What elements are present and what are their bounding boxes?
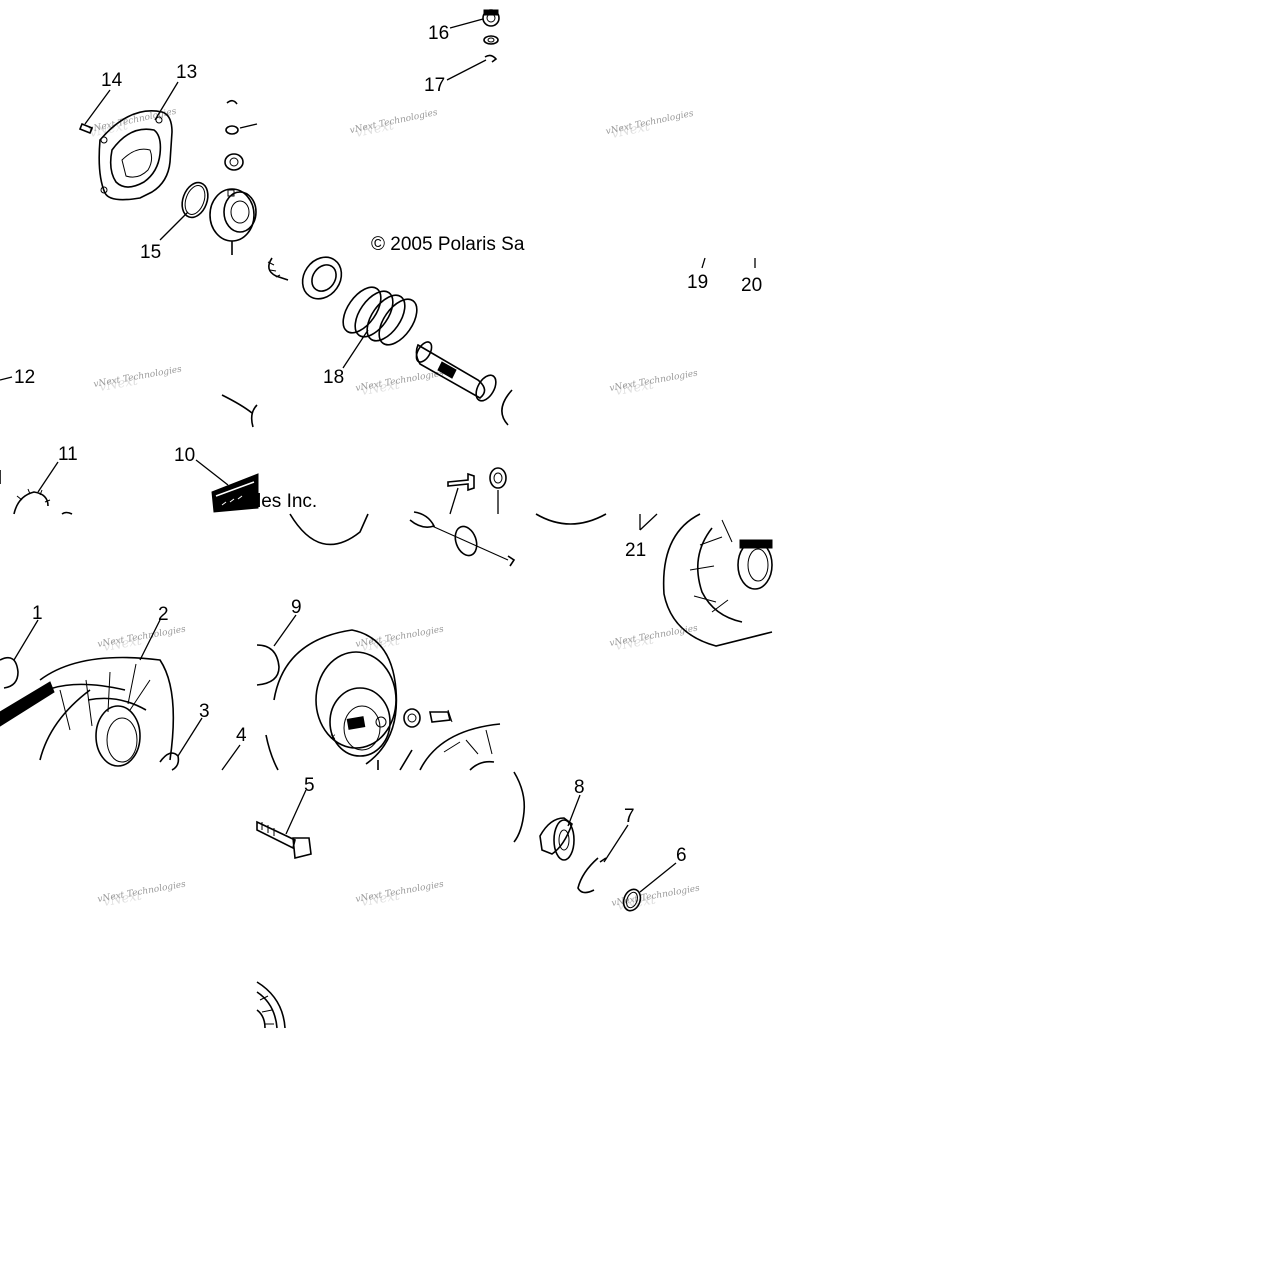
leader-17 xyxy=(446,59,487,81)
leader-5 xyxy=(285,789,307,835)
leader-8 xyxy=(567,794,581,827)
svg-text:vNext: vNext xyxy=(360,888,402,910)
part-3-washer xyxy=(159,752,180,771)
part-shoulder-bolt xyxy=(447,472,475,515)
part-bushing xyxy=(224,153,244,171)
part-13-cover xyxy=(98,110,173,201)
part-washer-small xyxy=(225,123,258,135)
svg-text:vNext: vNext xyxy=(360,633,402,655)
part-spider-edge xyxy=(419,723,501,771)
part-roller-nut xyxy=(403,708,453,728)
callout-18: 18 xyxy=(323,367,344,388)
leader-4 xyxy=(221,744,241,771)
callout-6: 6 xyxy=(676,845,687,866)
callout-7: 7 xyxy=(624,806,635,827)
part-16-nut xyxy=(482,9,500,27)
leader-6 xyxy=(639,862,677,893)
svg-text:vNext: vNext xyxy=(102,633,144,655)
part-9-ring xyxy=(256,644,280,686)
part-21-driven-sheave xyxy=(662,513,773,647)
part-5-bolt xyxy=(256,820,312,860)
leader-10 xyxy=(195,459,229,486)
callout-12: 12 xyxy=(14,367,35,388)
leader-9 xyxy=(273,614,297,647)
callout-14: 14 xyxy=(101,70,123,91)
callout-19: 19 xyxy=(687,272,708,293)
svg-text:vNext: vNext xyxy=(102,888,144,910)
part-7-circlip xyxy=(577,857,607,894)
part-17-clip xyxy=(484,54,498,63)
part-nut-small xyxy=(489,467,507,514)
leader-11 xyxy=(37,461,59,493)
watermark-text: vNext Technologies xyxy=(88,107,178,135)
callout-8: 8 xyxy=(574,777,585,798)
callout-3: 3 xyxy=(199,701,210,722)
copyright-right: les Inc. xyxy=(257,491,317,512)
svg-text:vNext: vNext xyxy=(614,632,656,654)
part-washer xyxy=(483,35,499,45)
callout-16: 16 xyxy=(428,23,449,44)
callout-15: 15 xyxy=(140,242,161,263)
part-1-ring xyxy=(0,656,19,689)
callout-10: 10 xyxy=(174,445,195,466)
leader-15 xyxy=(159,211,189,241)
svg-text:vNext: vNext xyxy=(360,377,402,399)
part-10-drive-belt xyxy=(211,473,259,513)
copyright-left: © 2005 Polaris Sa xyxy=(371,234,525,255)
part-washer-pair xyxy=(409,511,516,567)
leader-3 xyxy=(177,717,203,757)
part-2-sheave xyxy=(0,656,175,767)
callout-13: 13 xyxy=(176,62,197,83)
part-6-snap-ring xyxy=(622,888,642,912)
callout-2: 2 xyxy=(158,604,169,625)
watermark-group: vNext vNext Technologies vNext vNext Tec… xyxy=(88,107,701,914)
svg-text:vNext: vNext xyxy=(614,377,656,399)
part-bearing-housing xyxy=(209,188,257,255)
leader-21b xyxy=(639,513,658,531)
leader-12 xyxy=(0,376,13,381)
svg-text:×: × xyxy=(330,732,336,743)
part-15-snap-ring xyxy=(181,181,209,219)
callout-5: 5 xyxy=(304,775,315,796)
leader-14 xyxy=(84,89,111,125)
leader-19 xyxy=(701,257,706,269)
part-18-spring xyxy=(342,286,418,346)
part-spring-seat xyxy=(301,256,343,300)
leader-13 xyxy=(154,81,179,121)
callout-17: 17 xyxy=(424,75,445,96)
part-movable-sheave: × xyxy=(265,629,413,771)
part-arc-right xyxy=(535,513,607,525)
part-sheave-edge xyxy=(289,513,369,546)
callout-11: 11 xyxy=(58,444,78,465)
part-sheave-edge-2 xyxy=(513,771,526,843)
callout-1: 1 xyxy=(32,603,43,624)
callout-21: 21 xyxy=(625,540,646,561)
svg-text:vNext: vNext xyxy=(98,373,140,395)
part-shaft xyxy=(415,341,513,426)
part-14-pin xyxy=(78,122,94,135)
part-belt-arc xyxy=(221,394,258,428)
part-lockwasher xyxy=(267,257,289,281)
leader-16 xyxy=(449,18,484,29)
part-11-lock-ring xyxy=(0,470,73,515)
leader-7 xyxy=(603,824,629,863)
callout-4: 4 xyxy=(236,725,247,746)
callout-9: 9 xyxy=(291,597,302,618)
leader-18 xyxy=(342,329,369,369)
callout-20: 20 xyxy=(741,275,762,296)
part-8-bearing xyxy=(539,817,575,861)
part-clip-small xyxy=(226,99,238,105)
leader-2 xyxy=(139,619,161,661)
part-sheave-fragment xyxy=(256,981,286,1029)
leader-1 xyxy=(13,619,39,661)
